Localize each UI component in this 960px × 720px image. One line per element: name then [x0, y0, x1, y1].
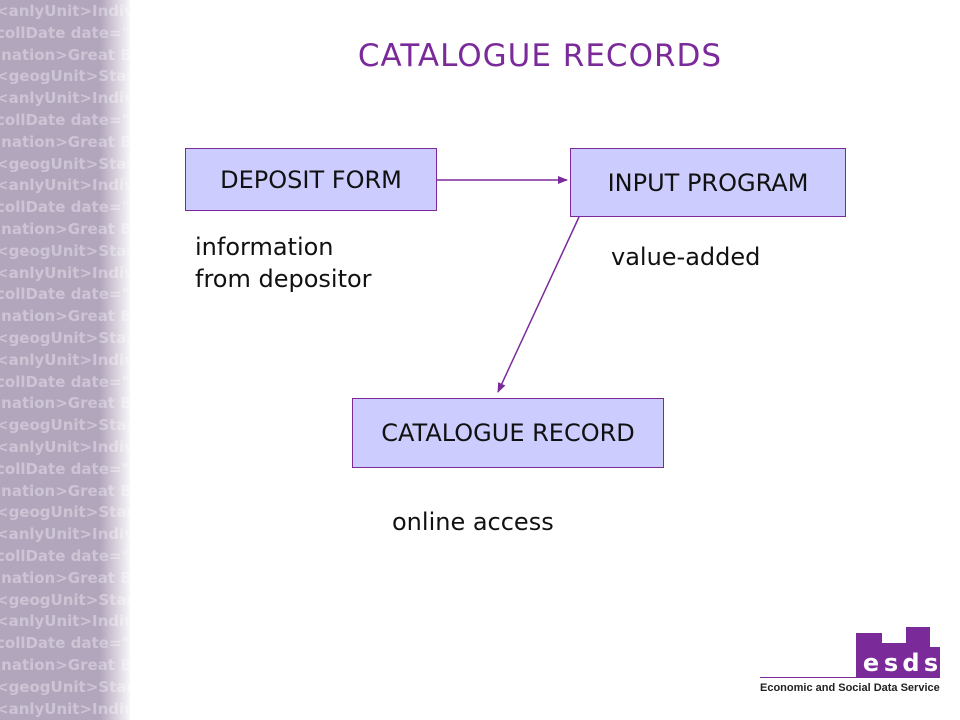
- deposit-form-label: DEPOSIT FORM: [220, 165, 402, 194]
- input-program-label: INPUT PROGRAM: [607, 168, 809, 197]
- side-strip-text: ination>Great Brit: [0, 220, 130, 238]
- side-decoration-strip: <anlyUnit>Individ collDate date="200 inati…: [0, 0, 130, 720]
- logo-rule: [760, 677, 940, 678]
- side-strip-text: <anlyUnit>Individ: [0, 89, 130, 108]
- side-strip-text: ination>Great Brit: [0, 307, 130, 326]
- side-strip-text: collDate date="200: [0, 459, 130, 478]
- side-strip-text: <geogUnit>Standa: [0, 329, 130, 347]
- side-strip-text: <anlyUnit>Individ: [0, 699, 130, 718]
- side-strip-text: ination>Great Brit: [0, 656, 130, 674]
- deposit-note-line1: information: [195, 233, 334, 261]
- logo-letter-e: e: [862, 649, 880, 677]
- side-strip-text: ination>Great Brit: [0, 132, 130, 151]
- side-strip-text: <geogUnit>Standa: [0, 503, 130, 522]
- input-program-box: INPUT PROGRAM: [570, 148, 846, 217]
- logo-letter-d: d: [902, 649, 920, 677]
- side-strip-text: ination>Great Brit: [0, 481, 130, 500]
- side-strip-text: <anlyUnit>Individ: [0, 176, 130, 195]
- strip-fade: [100, 0, 130, 720]
- side-strip-text: <geogUnit>Standa: [0, 241, 130, 260]
- deposit-form-box: DEPOSIT FORM: [185, 148, 437, 211]
- logo-base: [856, 655, 940, 677]
- side-strip-text: collDate date="200: [0, 23, 130, 42]
- input-program-note: value-added: [611, 243, 761, 271]
- side-strip-text: <anlyUnit>Individ: [0, 438, 130, 456]
- logo-letter-s: s: [883, 649, 899, 677]
- side-strip-text: <geogUnit>Standa: [0, 590, 130, 609]
- side-strip-text: <anlyUnit>Individ: [0, 2, 130, 20]
- side-strip-text: collDate date="200: [0, 634, 130, 653]
- side-strip-text: collDate date="200: [0, 372, 130, 391]
- side-strip-text: collDate date="200: [0, 198, 130, 217]
- side-strip-text: <geogUnit>Standa: [0, 67, 130, 86]
- side-strip-text: <anlyUnit>Individ: [0, 350, 130, 369]
- side-strip-text: <anlyUnit>Individ: [0, 612, 130, 631]
- catalogue-record-box: CATALOGUE RECORD: [352, 398, 664, 468]
- arrow-input-to-catalogue: [497, 216, 580, 393]
- side-strip-text: collDate date="200: [0, 547, 130, 565]
- catalogue-record-label: CATALOGUE RECORD: [381, 419, 635, 447]
- deposit-note: information from depositor: [195, 231, 372, 295]
- side-strip-text: <geogUnit>Standa: [0, 677, 130, 696]
- catalogue-record-note: online access: [392, 508, 554, 536]
- side-strip-text: <anlyUnit>Individ: [0, 263, 130, 282]
- side-strip-text: <geogUnit>Standa: [0, 154, 130, 173]
- side-strip-text: ination>Great Brit: [0, 45, 130, 64]
- side-strip-text: <geogUnit>Standa: [0, 416, 130, 435]
- side-strip-text: ination>Great Brit: [0, 568, 130, 587]
- side-strip-text: <anlyUnit>Individ: [0, 525, 130, 544]
- deposit-note-line2: from depositor: [195, 265, 372, 293]
- logo-caption: Economic and Social Data Service: [760, 682, 940, 694]
- esds-logo: e s d s Economic and Social Data Service: [760, 612, 940, 702]
- side-strip-text: collDate date="200: [0, 111, 130, 129]
- side-strip-text: ination>Great Brit: [0, 394, 130, 413]
- side-strip-text: collDate date="200: [0, 285, 130, 304]
- logo-letter-s2: s: [923, 649, 939, 677]
- page-title: CATALOGUE RECORDS: [357, 38, 723, 74]
